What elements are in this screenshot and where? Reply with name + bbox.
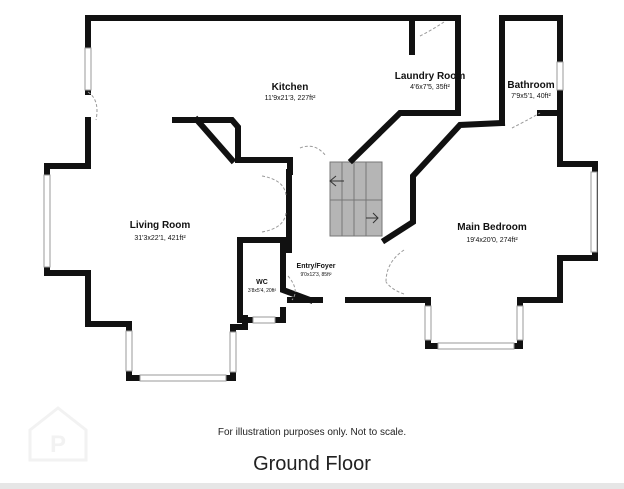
- entry-dims: 9'0x12'3, 85ft²: [300, 272, 331, 278]
- stair-arrow-right-icon: [366, 212, 379, 224]
- staircase: [329, 161, 383, 237]
- stair-arrow-left-icon: [329, 175, 344, 187]
- laundry-name: Laundry Room: [395, 71, 466, 82]
- bathroom-name: Bathroom: [507, 80, 554, 91]
- bathroom-dims: 7'9x5'1, 40ft²: [511, 93, 551, 100]
- windows: [43, 47, 598, 382]
- living-dims: 31'3x22'1, 421ft²: [134, 235, 186, 242]
- walls: [44, 15, 598, 381]
- kitchen-dims: 11'9x21'3, 227ft²: [265, 95, 316, 102]
- floor-title: Ground Floor: [253, 453, 371, 475]
- home-watermark-icon: P: [28, 406, 88, 462]
- room-labels: Kitchen 11'9x21'3, 227ft² Laundry Room 4…: [130, 71, 555, 294]
- bedroom-dims: 19'4x20'0, 274ft²: [466, 237, 518, 244]
- bottom-divider: [0, 483, 624, 489]
- svg-text:P: P: [50, 431, 66, 458]
- doors: [87, 21, 541, 301]
- wc-name: WC: [256, 279, 268, 286]
- living-name: Living Room: [130, 220, 191, 231]
- wc-dims: 3'8x5'4, 20ft²: [248, 288, 277, 294]
- laundry-dims: 4'6x7'5, 35ft²: [410, 84, 450, 91]
- bedroom-name: Main Bedroom: [457, 222, 527, 233]
- entry-name: Entry/Foyer: [297, 263, 336, 270]
- disclaimer-text: For illustration purposes only. Not to s…: [217, 427, 407, 438]
- kitchen-name: Kitchen: [272, 82, 309, 93]
